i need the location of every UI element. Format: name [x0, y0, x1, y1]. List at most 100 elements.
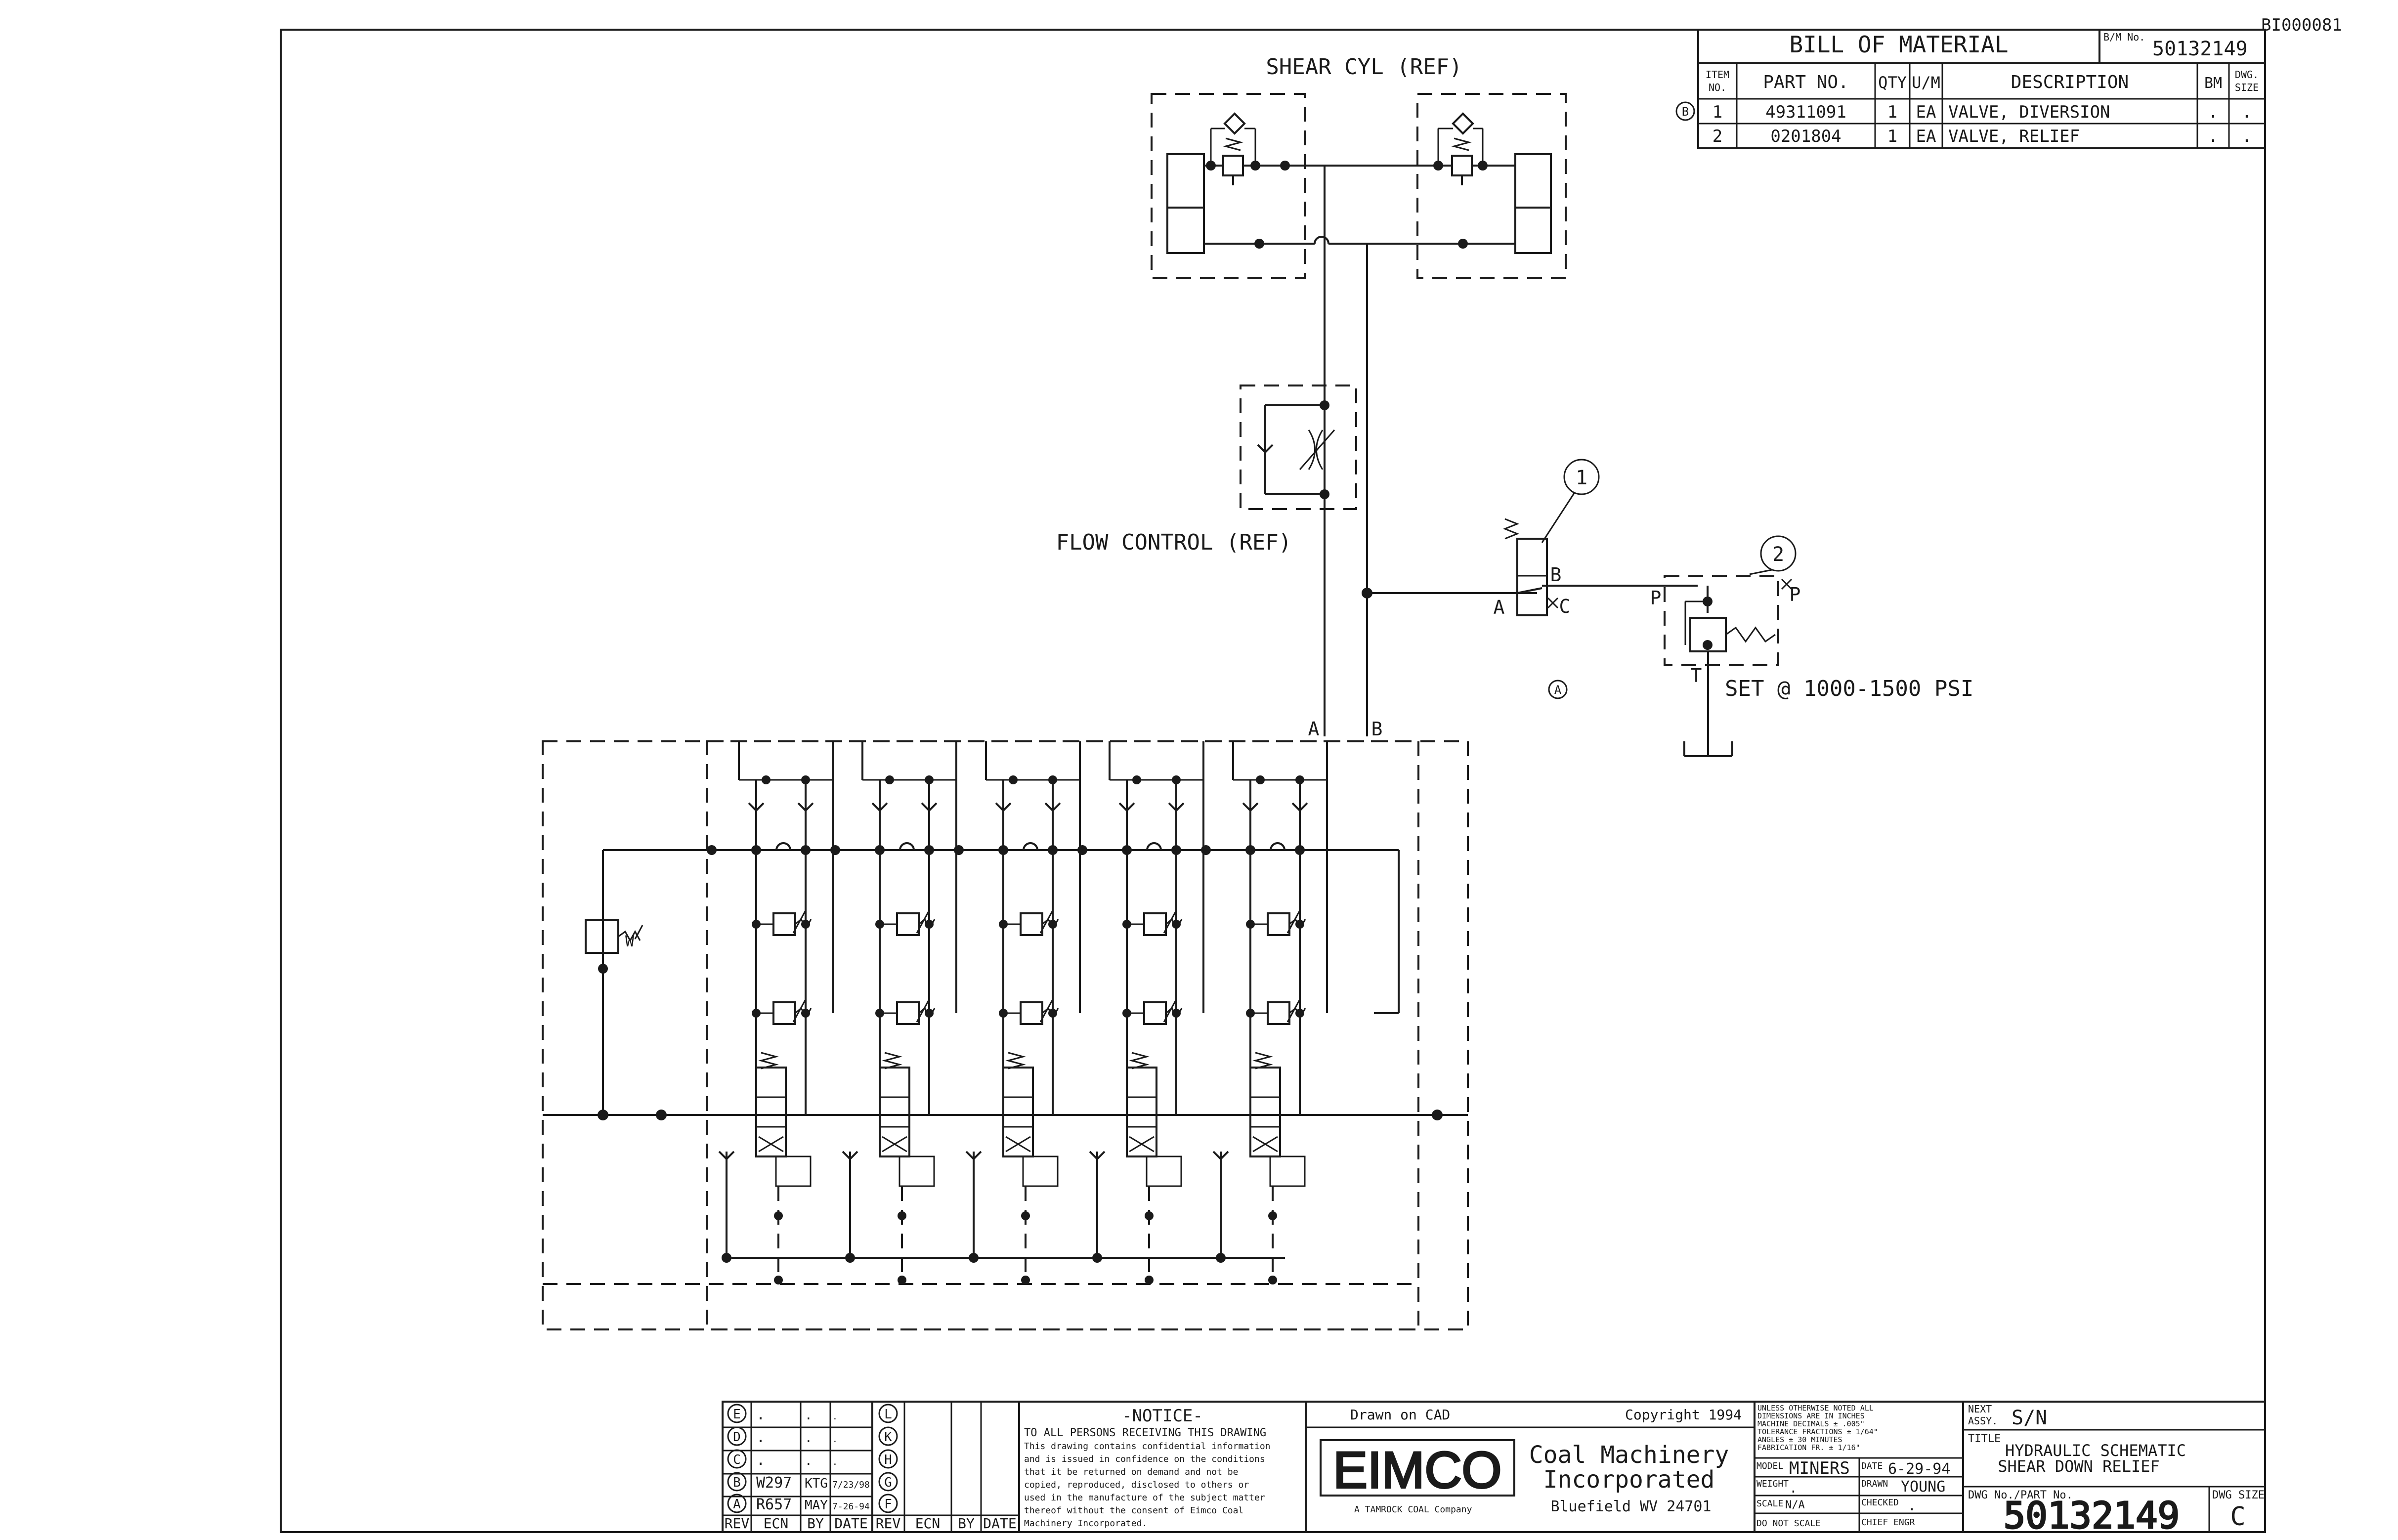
shear-cyl-label: SHEAR CYL (REF) [1266, 54, 1462, 80]
revision-header: DATE [834, 1515, 867, 1532]
bom-row-size: . [2242, 127, 2252, 146]
port-c-label: C [1559, 596, 1571, 617]
revision-row: E... [727, 1404, 838, 1423]
notice-line: used in the manufacture of the subject m… [1024, 1493, 1265, 1503]
bom-row-part: 49311091 [1765, 102, 1846, 122]
revision-header: BY [807, 1515, 824, 1532]
dwg-no-label: DWG No./PART No. [1968, 1489, 2073, 1501]
drawn-label: DRAWN [1861, 1479, 1888, 1489]
revision-date: 7/23/98 [832, 1480, 870, 1490]
revision-by: MAY [805, 1498, 828, 1513]
balloon-1: 1 [1576, 467, 1587, 489]
valve-section [1201, 741, 1328, 1284]
chief-engr-label: CHIEF ENGR [1861, 1517, 1915, 1528]
checked-label: CHECKED [1861, 1497, 1899, 1508]
bill-of-material: BILL OF MATERIAL B/M No. 50132149 ITEM N… [1675, 29, 2266, 149]
next-assy-value: S/N [2012, 1407, 2047, 1429]
weight-value: . [1789, 1480, 1798, 1496]
notice-line: TO ALL PERSONS RECEIVING THIS DRAWING [1024, 1427, 1266, 1439]
revision-by: . [805, 1431, 813, 1446]
revision-rev: A [733, 1497, 741, 1512]
bom-header-size: SIZE [2235, 82, 2259, 93]
bom-header-item: ITEM [1706, 69, 1729, 81]
bom-header-desc: DESCRIPTION [2011, 72, 2129, 92]
valve-section [707, 741, 834, 1284]
checked-value: . [1908, 1497, 1916, 1514]
company-sub: A TAMROCK COAL Company [1354, 1504, 1472, 1515]
revision-ecn: . [756, 1452, 765, 1469]
revision-rev: G [884, 1475, 892, 1490]
bom-header-bm: BM [2204, 75, 2222, 92]
flow-control: FLOW CONTROL (REF) [1056, 385, 1357, 555]
revision-header: ECN [915, 1515, 941, 1532]
bank-port-a: A [1308, 718, 1320, 740]
revision-rev: H [884, 1453, 892, 1467]
revision-header: BY [958, 1515, 975, 1532]
bom-title: BILL OF MATERIAL [1789, 31, 2008, 58]
port-t-label: T [1691, 665, 1702, 686]
revision-row: G [878, 1472, 898, 1492]
rev-a-mark: A [1554, 683, 1562, 697]
port-w-label: W [625, 933, 635, 950]
title-label: TITLE [1968, 1433, 2001, 1445]
flow-control-label: FLOW CONTROL (REF) [1056, 530, 1292, 555]
bom-row-qty: 1 [1887, 127, 1897, 146]
revision-header: REV [876, 1515, 901, 1532]
revision-header: REV [725, 1515, 750, 1532]
revision-by: . [805, 1408, 813, 1423]
tolerance-line: DIMENSIONS ARE IN INCHES [1757, 1412, 1865, 1420]
valve-sections [707, 741, 1328, 1284]
bom-row: 2 0201804 1 EA VALVE, RELIEF . . [1713, 127, 2252, 146]
revision-rev: K [884, 1430, 892, 1445]
sheet-id: BI000081 [2261, 15, 2342, 35]
port-b-label: B [1550, 564, 1562, 586]
date-label: DATE [1861, 1461, 1883, 1471]
bom-row-rev: B [1682, 105, 1689, 119]
revision-row: C... [727, 1449, 838, 1469]
model-label: MODEL [1756, 1461, 1783, 1471]
bom-row-bm: . [2208, 102, 2218, 122]
drawing-title-1: HYDRAULIC SCHEMATIC [2005, 1441, 2186, 1460]
tolerance-line: MACHINE DECIMALS ± .005" [1757, 1419, 1865, 1428]
shear-cylinders: SHEAR CYL (REF) [1151, 54, 1567, 279]
bom-row-part: 0201804 [1770, 127, 1841, 146]
drawn-value: YOUNG [1901, 1478, 1945, 1496]
dwg-size-label: DWG SIZE [2212, 1489, 2265, 1501]
drawn-on-cad: Drawn on CAD [1350, 1407, 1450, 1423]
notice-line: and is issued in confidence on the condi… [1024, 1454, 1265, 1464]
revision-rev: E [733, 1407, 741, 1422]
revision-row: H [878, 1449, 898, 1469]
revision-by: KTG [805, 1476, 828, 1491]
next-assy-label-1: NEXT [1968, 1403, 1992, 1415]
bom-header-part: PART NO. [1763, 72, 1848, 92]
model-value: MINERS [1789, 1458, 1850, 1478]
bom-row-um: EA [1916, 102, 1936, 122]
bom-header-qty: QTY [1878, 73, 1907, 92]
revision-date: . [832, 1457, 838, 1467]
scale-value: N/A [1785, 1499, 1805, 1511]
revision-date: 7-26-94 [832, 1501, 870, 1512]
revision-header: DATE [983, 1515, 1016, 1532]
notice-line: copied, reproduced, disclosed to others … [1024, 1480, 1249, 1490]
revision-date: . [832, 1434, 838, 1445]
bom-row-bm: . [2208, 127, 2218, 146]
diversion-valve: 1 B A C A [1367, 459, 1698, 699]
bom-header-item-no: NO. [1709, 82, 1726, 93]
eimco-logo-text: EIMCO [1333, 1442, 1502, 1499]
revision-rev: F [884, 1497, 892, 1512]
revision-row: K [878, 1426, 898, 1446]
dwg-size-value: C [2230, 1502, 2245, 1532]
copyright: Copyright 1994 [1625, 1407, 1742, 1423]
balloon-2: 2 [1772, 543, 1784, 566]
scale-label: SCALE [1756, 1498, 1783, 1509]
company-city: Bluefield WV 24701 [1550, 1498, 1711, 1515]
revision-by: . [805, 1454, 813, 1468]
drawing-title-2: SHEAR DOWN RELIEF [1998, 1457, 2160, 1476]
valve-section [1077, 741, 1204, 1284]
bom-row: B 1 49311091 1 EA VALVE, DIVERSION . . [1675, 101, 2252, 122]
